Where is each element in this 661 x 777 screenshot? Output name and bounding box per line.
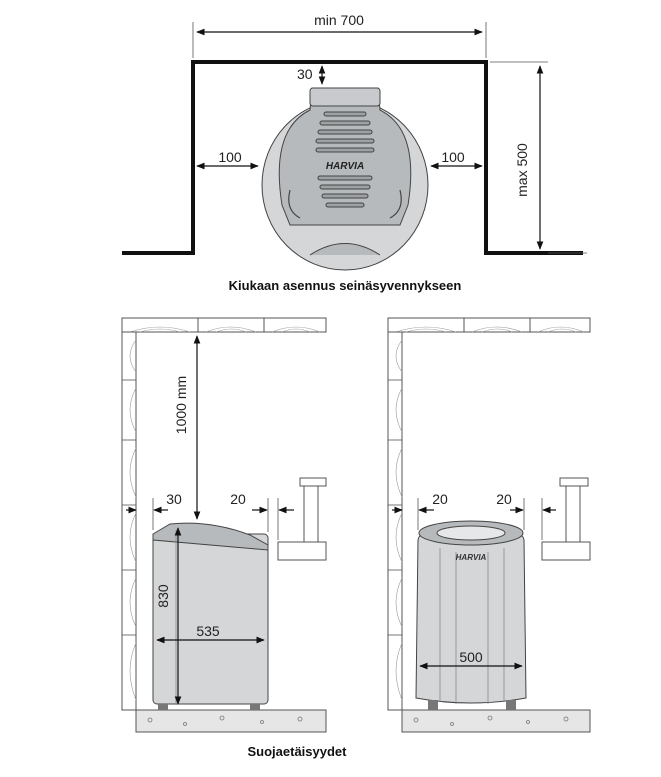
top-view: HARVIA min 700 max 500 30 100 100 Kiukaa…: [122, 12, 587, 293]
rail-gap-left-label: 20: [230, 491, 246, 507]
handrail-right: [541, 477, 591, 561]
left-gap-label: 100: [218, 149, 242, 165]
side-view-right: HARVIA 20 20 500: [387, 317, 591, 733]
right-gap-label: 100: [441, 149, 465, 165]
floor-right: [401, 709, 591, 733]
heater-width-right-label: 500: [459, 649, 483, 665]
brand-logo-top: HARVIA: [326, 161, 364, 172]
niche-depth-label: max 500: [514, 143, 530, 197]
heater-width-left-label: 535: [196, 623, 220, 639]
ceiling-planks-left: [121, 317, 327, 333]
side-view-left: 1000 mm 30 20 830 535: [121, 317, 327, 733]
heater-side-right: HARVIA: [415, 520, 527, 710]
wall-planks-right: [387, 331, 403, 711]
safety-distances-caption: Suojaetäisyydet: [248, 744, 348, 759]
heater-side-left: [152, 522, 269, 710]
rail-gap-right-label: 20: [496, 491, 512, 507]
niche-width-label: min 700: [314, 12, 364, 28]
back-gap-label: 30: [297, 66, 313, 82]
wall-planks-left: [121, 331, 137, 711]
ceiling-planks-right: [387, 317, 591, 333]
brand-logo-side: HARVIA: [456, 553, 487, 562]
ceiling-clearance-label: 1000 mm: [173, 376, 189, 434]
wall-gap-left-label: 30: [166, 491, 182, 507]
heater-height-label: 830: [155, 584, 171, 608]
niche-wall: [122, 60, 583, 255]
wall-gap-right-label: 20: [432, 491, 448, 507]
floor-left: [135, 709, 327, 733]
heater-top: HARVIA: [261, 87, 429, 271]
handrail-left: [277, 477, 327, 561]
top-view-caption: Kiukaan asennus seinäsyvennykseen: [229, 278, 462, 293]
